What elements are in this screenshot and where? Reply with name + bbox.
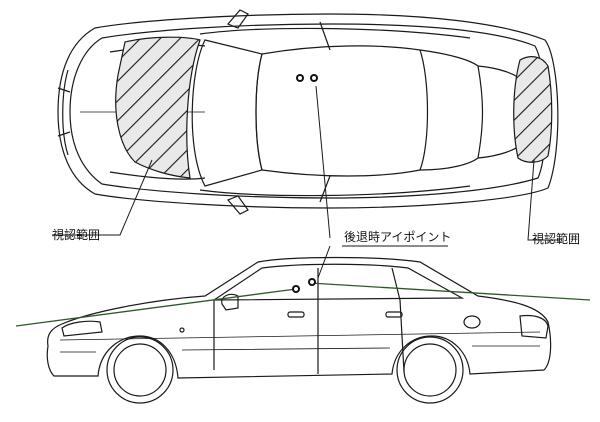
leader-lines bbox=[52, 85, 560, 279]
rear-area-leader bbox=[527, 159, 560, 241]
front-visibility-label: 視認範囲 bbox=[52, 228, 101, 242]
rear-sight-line bbox=[309, 282, 591, 301]
front-wheel bbox=[106, 336, 174, 404]
rear-visibility-area bbox=[513, 56, 553, 163]
top-right-mirror bbox=[226, 195, 249, 215]
side-windows bbox=[211, 263, 465, 301]
eye-point-label: 後退時アイポイント bbox=[344, 230, 452, 244]
top-left-mirror bbox=[226, 9, 249, 29]
sight-lines bbox=[15, 282, 591, 327]
front-sight-line bbox=[15, 288, 297, 327]
side-eye-point-markers bbox=[292, 278, 316, 293]
front-visibility-area bbox=[115, 36, 201, 179]
top-body-outline bbox=[57, 13, 559, 209]
eye-point-leader-top bbox=[315, 85, 331, 239]
car-side-view bbox=[46, 256, 552, 404]
top-inner-outline bbox=[69, 23, 547, 199]
front-area-leader bbox=[52, 159, 153, 236]
eye-point-leader-side bbox=[317, 245, 331, 279]
side-mirror bbox=[221, 293, 239, 311]
top-roof bbox=[255, 45, 429, 177]
side-body-outline bbox=[46, 256, 552, 379]
top-eye-point-markers bbox=[296, 74, 318, 82]
rear-visibility-label: 視認範囲 bbox=[532, 232, 581, 246]
rear-wheel bbox=[396, 336, 464, 404]
top-windshield bbox=[191, 39, 263, 187]
